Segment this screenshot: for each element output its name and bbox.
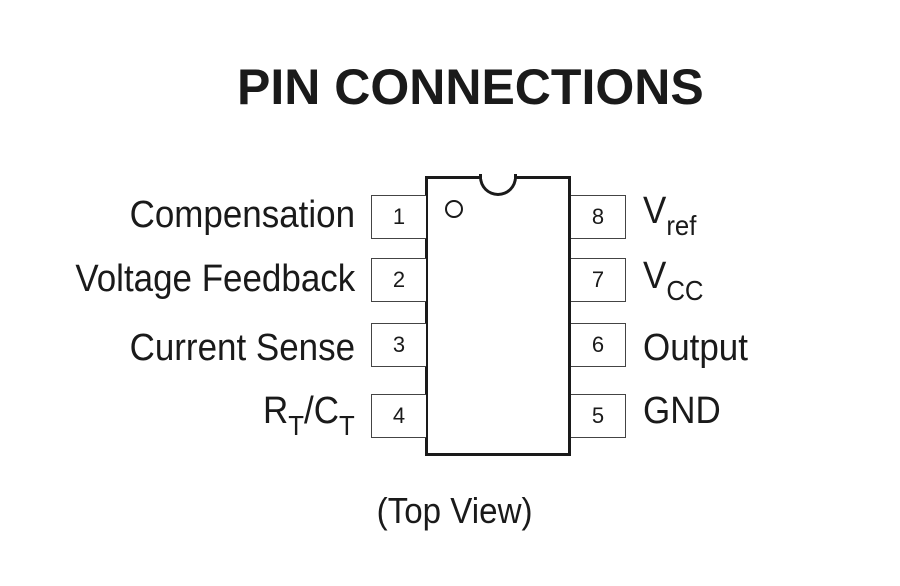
pin-3-box: 3 <box>371 323 426 367</box>
pin-8-label-v: V <box>643 190 667 232</box>
pin-4-label-sub-t2: T <box>339 410 355 441</box>
pin-8-box: 8 <box>571 195 626 239</box>
pin1-indicator-dot <box>445 200 463 218</box>
pin-4-label-sep: / <box>304 390 315 432</box>
pin-4-label-c: C <box>314 390 340 432</box>
pin-1-box: 1 <box>371 195 426 239</box>
pin-4-box: 4 <box>371 394 426 438</box>
pin-7-label: VCC <box>643 255 704 306</box>
pin-6-label: Output <box>643 327 748 369</box>
pin-7-label-sub: CC <box>666 275 704 306</box>
pin-6-number: 6 <box>591 332 605 357</box>
ic-package-body <box>425 176 571 456</box>
pin-7-label-v: V <box>643 255 667 297</box>
pin-8-label: Vref <box>643 190 696 241</box>
pin-8-number: 8 <box>591 204 605 229</box>
view-caption-text: (Top View) <box>376 490 533 531</box>
pin-5-box: 5 <box>571 394 626 438</box>
pin-5-label: GND <box>643 390 721 432</box>
pin-7-box: 7 <box>571 258 626 302</box>
notch-gap <box>482 173 514 179</box>
pin-1-number: 1 <box>392 204 406 229</box>
pin-6-box: 6 <box>571 323 626 367</box>
diagram-title-text: PIN CONNECTIONS <box>237 59 704 115</box>
pin-4-label: RT/CT <box>263 390 355 441</box>
pin-2-number: 2 <box>392 267 406 292</box>
pin-1-label: Compensation <box>129 194 355 236</box>
pin-2-box: 2 <box>371 258 426 302</box>
view-caption: (Top View) <box>36 490 864 532</box>
pin-2-label: Voltage Feedback <box>75 258 355 300</box>
pin-4-label-r: R <box>263 390 289 432</box>
pin-8-label-sub: ref <box>666 210 697 241</box>
pin-7-number: 7 <box>591 267 605 292</box>
pin-4-number: 4 <box>392 403 406 428</box>
pin-5-number: 5 <box>591 403 605 428</box>
pin-3-number: 3 <box>392 332 406 357</box>
pin-4-label-sub-t1: T <box>288 410 305 441</box>
pin-3-label: Current Sense <box>129 327 355 369</box>
